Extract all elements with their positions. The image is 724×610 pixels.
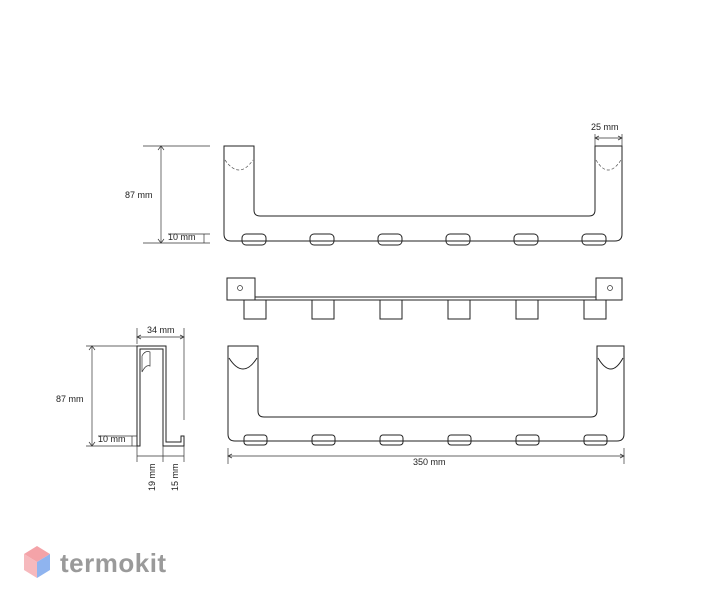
top-hook [583,299,607,320]
front-hook [241,233,267,246]
bottom-hook [311,434,336,446]
front-view: 87 mm 10 mm 25 mm [125,122,623,246]
top-hook [515,299,539,320]
bottom-hook [583,434,608,446]
bottom-hook [243,434,268,446]
side-height-label: 87 mm [56,394,84,404]
front-frame-outline [223,145,623,242]
termokit-logo: termokit [22,544,167,582]
hook-offset-label: 10 mm [168,232,196,242]
bottom-left-end-arc [228,357,258,370]
front-hooks [241,233,607,246]
bottom-frame-outline [227,345,625,442]
height-dimension-label: 87 mm [125,190,153,200]
front-hook [309,233,335,246]
depth-label: 34 mm [147,325,175,335]
top-view [226,277,623,320]
side-bottom-left-label: 19 mm [147,463,157,491]
bottom-front-view: 350 mm [227,345,625,467]
bottom-right-end-arc [597,357,624,370]
total-length-label: 350 mm [413,457,446,467]
side-bottom-right-label: 15 mm [170,463,180,491]
top-hook [311,299,335,320]
top-hook [243,299,267,320]
top-right-mount [595,277,623,301]
bottom-hook [379,434,404,446]
bottom-hook [447,434,472,446]
front-hook [581,233,607,246]
bottom-hooks [243,434,608,446]
front-hook [513,233,539,246]
logo-cube-icon [24,546,50,578]
side-profile-outline [136,345,185,447]
screw-hole [237,285,243,291]
side-view: 34 mm 87 mm 10 mm 19 mm 15 mm [56,325,185,491]
side-hook-offset-label: 10 mm [98,434,126,444]
screw-hole [607,285,613,291]
front-left-end-arc [224,159,254,171]
top-hooks [243,299,607,320]
top-left-mount [226,277,256,301]
bottom-hook [515,434,540,446]
end-width-label: 25 mm [591,122,619,132]
logo-text: termokit [60,547,167,578]
front-right-end-arc [595,159,622,171]
top-hook [379,299,403,320]
side-profile-curve [141,351,151,373]
front-hook [445,233,471,246]
top-hook [447,299,471,320]
front-hook [377,233,403,246]
